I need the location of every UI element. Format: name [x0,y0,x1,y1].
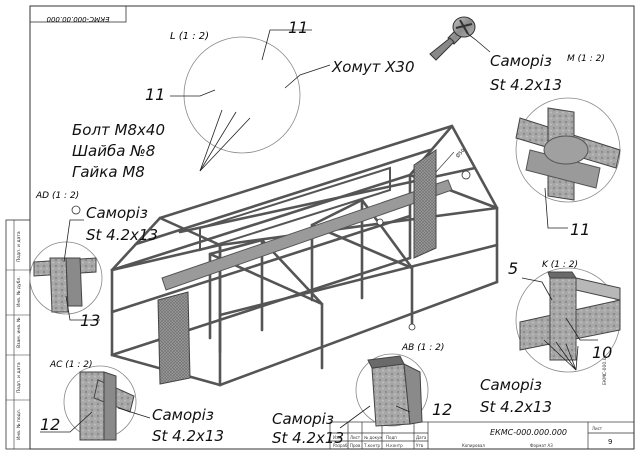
title-drawing-code: ЕКМС-000.000.000 [490,428,567,437]
callout-11-right: 11 [570,220,590,239]
detail-ad-title: AD (1 : 2) [35,191,79,201]
tb-label-date: Дата [416,435,427,440]
screw-icon [429,16,476,61]
callout-screw-ab-1: Саморіз [272,410,334,428]
top-code-box: ЕКМС-000.00.000 [29,5,127,23]
callout-screw-ad-1: Саморіз [86,204,148,222]
detail-ab [355,353,429,427]
side-stamp: Подп. и дата Инв. № дубл. Взам. инв. № П… [16,231,22,440]
callout-screw-top-1: Саморіз [490,52,552,70]
callout-screw-ac-1: Саморіз [152,406,214,424]
roof-vent [161,166,453,291]
side-stamp-2: Инв. № дубл. [16,276,22,307]
callouts: 11 Хомут Х30 Саморіз St 4.2x13 11 Болт М… [40,18,612,447]
side-stamp-1: Подп. и дата [16,231,22,262]
tb-label-docnum: № докум [364,435,382,440]
detail-k-title: K (1 : 2) [542,260,578,270]
tb-label-change: Изм [333,435,341,440]
callout-11-left: 11 [145,85,165,104]
detail-l-title: L (1 : 2) [170,31,209,42]
detail-ad [29,241,103,315]
leader-lines [40,29,598,433]
callout-bolt: Болт М8х40 [72,121,165,139]
door-panels [157,149,437,385]
tb-label-sheet: Лист [350,435,361,440]
callout-screw-k-2: St 4.2x13 [480,398,552,416]
callout-nut: Гайка М8 [72,163,145,181]
side-stamp-3: Взам. инв. № [16,317,22,348]
tb-label-ncontrol: Н.контр [386,443,403,448]
callout-5: 5 [508,259,518,278]
callout-screw-top-2: St 4.2x13 [490,76,562,94]
callout-screw-ab-2: St 4.2x13 [272,429,344,447]
dimension-mark: Ø50 [435,147,466,173]
detail-ac [63,365,137,441]
callout-clamp: Хомут Х30 [331,58,415,76]
callout-12-left: 12 [40,415,60,434]
detail-m-title: M (1 : 2) [567,54,605,64]
callout-screw-k-1: Саморіз [480,376,542,394]
copied-label: Копировал [462,443,485,448]
tb-label-tcontrol: Т.контр [363,443,381,448]
callout-13: 13 [80,311,100,330]
side-drawing-code: ЕКМС-000.00.000 [602,344,608,385]
callout-11-top: 11 [288,18,308,37]
callout-10: 10 [592,343,612,362]
format-label: Формат А3 [530,443,553,448]
detail-ab-title: AB (1 : 2) [401,343,444,353]
side-stamp-4: Подп. и дата [16,362,22,393]
side-stamp-5: Инв. № подл. [16,409,22,440]
title-block [329,421,635,450]
top-drawing-code: ЕКМС-000.00.000 [46,15,109,23]
tb-label-developer: Разраб [333,443,348,448]
sheet-number: 9 [608,438,612,446]
callout-screw-ac-2: St 4.2x13 [152,427,224,445]
callout-12-mid: 12 [432,400,452,419]
tb-label-sign: Подп [386,435,397,440]
detail-ac-title: AC (1 : 2) [49,360,93,370]
callout-screw-ad-2: St 4.2x13 [86,226,158,244]
title-block-labels: Изм Лист № докум Подп Дата Разраб Пров Т… [333,426,603,448]
detail-m [515,97,621,203]
tb-label-approved: Утв [416,443,424,448]
sheet-label: Лист [592,426,603,431]
callout-washer: Шайба №8 [72,142,155,160]
tb-label-checker: Пров [350,443,361,448]
